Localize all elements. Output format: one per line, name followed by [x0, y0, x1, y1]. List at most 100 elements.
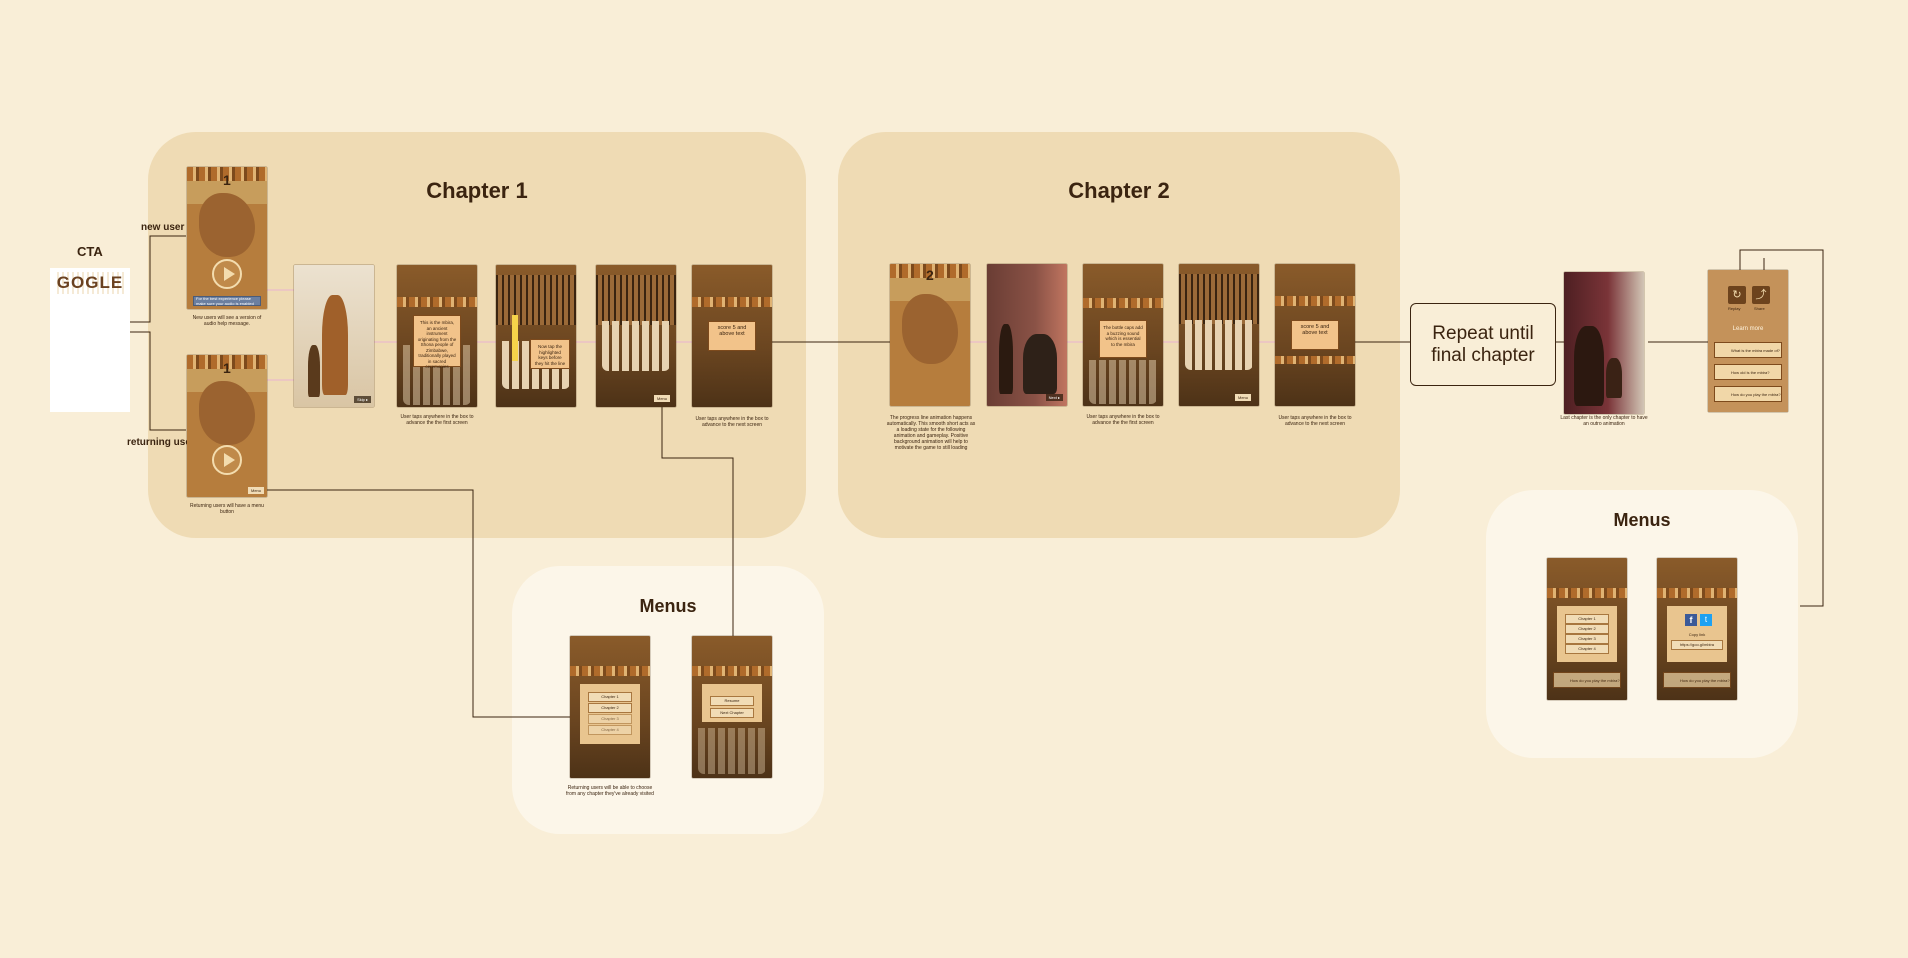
pause-menu-screen[interactable]: Resume Next Chapter [692, 636, 772, 778]
ch2-info-panel-screen[interactable]: The bottle caps add a buzzing sound whic… [1083, 264, 1163, 406]
chapter-4-button[interactable]: Chapter 4 [1565, 644, 1609, 654]
mbira-bars [496, 275, 576, 325]
chapter-1-button[interactable]: Chapter 1 [1565, 614, 1609, 624]
ch1-info-panel-screen[interactable]: This is the mbira, an ancient instrument… [397, 265, 477, 407]
cta-card[interactable]: GOGLE [50, 268, 130, 412]
repeat-until-final-chapter-box: Repeat until final chapter [1410, 303, 1556, 386]
menu-footer-item[interactable]: How do you play the mbira? [1553, 672, 1621, 688]
mbira-bars [1179, 274, 1259, 324]
menus-right-title: Menus [1613, 510, 1671, 530]
final-chapter-menu-screen[interactable]: Chapter 1 Chapter 2 Chapter 3 Chapter 4 … [1547, 558, 1627, 700]
pause-chip[interactable]: Menu [1235, 394, 1252, 401]
share-menu-screen[interactable]: f t Copy link https://goo.gl/mbira How d… [1657, 558, 1737, 700]
mbira-keys [1185, 320, 1253, 370]
caption-ch2-panel: User taps anywhere in the box to advance… [1086, 414, 1160, 426]
intro-scene-screen[interactable]: Skip ▸ [294, 265, 374, 407]
pause-chip[interactable]: Menu [654, 395, 671, 402]
chapter-2-title: Chapter 2 [1068, 178, 1170, 203]
chapter-select-menu-screen[interactable]: Chapter 1 Chapter 2 Chapter 3 Chapter 4 [570, 636, 650, 778]
play-icon[interactable] [212, 445, 242, 475]
caption-ch1-score: User taps anywhere in the box to advance… [695, 416, 769, 428]
doodle-logo: GOGLE [54, 272, 126, 294]
zimbabwe-map [902, 294, 958, 364]
learn-more-item-3[interactable]: How do you play the mbira? [1714, 386, 1782, 402]
skip-chip[interactable]: Skip ▸ [354, 396, 371, 403]
ch1-gameplay-screen[interactable]: Menu [596, 265, 676, 407]
ch2-title-screen[interactable]: 2 [890, 264, 970, 406]
pattern-band [187, 355, 267, 369]
pattern-band [890, 264, 970, 278]
chapter-2-button[interactable]: Chapter 2 [1565, 624, 1609, 634]
learn-more-item-2[interactable]: How old is the mbira? [1714, 364, 1782, 380]
chapter-1-button[interactable]: Chapter 1 [588, 692, 632, 702]
ch2-gameplay-screen[interactable]: Menu [1179, 264, 1259, 406]
info-panel[interactable]: The bottle caps add a buzzing sound whic… [1099, 320, 1147, 358]
pattern-band [570, 666, 650, 676]
woman-figure [1574, 326, 1604, 406]
chapter-4-button[interactable]: Chapter 4 [588, 725, 632, 735]
resume-button[interactable]: Resume [710, 696, 754, 706]
caption-menu-chapters: Returning users will be able to choose f… [566, 785, 654, 797]
pattern-band [1275, 356, 1355, 364]
child-figure [308, 345, 320, 397]
caption-final-scene: Last chapter is the only chapter to have… [1560, 415, 1648, 427]
pattern-band [1657, 588, 1737, 598]
caption-ch1-panel: User taps anywhere in the box to advance… [400, 414, 474, 426]
learn-more-title: Learn more [1732, 326, 1764, 332]
chapter-3-button[interactable]: Chapter 3 [588, 714, 632, 724]
score-panel[interactable]: score 5 and above text [708, 321, 756, 351]
ch1-score-screen[interactable]: score 5 and above text [692, 265, 772, 407]
girl-figure [999, 324, 1013, 394]
menus-right-group: Menus [1486, 490, 1798, 758]
info-panel[interactable]: This is the mbira, an ancient instrument… [413, 315, 461, 369]
final-outro-screen[interactable] [1564, 272, 1644, 414]
returning-user-label: returning user [127, 437, 195, 448]
share-link-field[interactable]: https://goo.gl/mbira [1671, 640, 1723, 650]
copy-link-label: Copy link [1688, 632, 1706, 637]
ch2-score-screen[interactable]: score 5 and above text [1275, 264, 1355, 406]
tutorial-panel[interactable]: Now tap the highlighted keys before they… [530, 339, 570, 369]
pattern-band [692, 666, 772, 676]
chapter-number: 1 [223, 172, 231, 188]
pattern-band [1547, 588, 1627, 598]
chapter-1-title: Chapter 1 [426, 178, 528, 203]
learn-more-screen[interactable]: ↻ ⤴ Replay Share Learn more What is the … [1708, 270, 1788, 412]
menus-left-title: Menus [639, 596, 697, 616]
highlighted-key [512, 315, 518, 361]
caption-title-new: New users will see a version of audio he… [192, 315, 262, 327]
title-screen-new-user[interactable]: 1 For the best experience please make su… [187, 167, 267, 309]
facebook-icon[interactable]: f [1685, 614, 1697, 626]
elder-figure [1023, 334, 1057, 394]
play-icon[interactable] [212, 259, 242, 289]
learn-more-item-1[interactable]: What is the mbira made of? [1714, 342, 1782, 358]
share-label: Share [1754, 306, 1765, 311]
chapter-number: 1 [223, 360, 231, 376]
cta-label: CTA [77, 244, 103, 259]
mbira-keys [1089, 360, 1157, 404]
pattern-band [692, 297, 772, 307]
replay-label: Replay [1728, 306, 1741, 311]
chapter-2-button[interactable]: Chapter 2 [588, 703, 632, 713]
mother-figure [322, 295, 348, 395]
ch1-tutorial-screen[interactable]: Now tap the highlighted keys before they… [496, 265, 576, 407]
caption-ch2-score: User taps anywhere in the box to advance… [1278, 415, 1352, 427]
replay-icon[interactable]: ↻ [1728, 286, 1746, 304]
pattern-band [187, 167, 267, 181]
share-icon[interactable]: ⤴ [1752, 286, 1770, 304]
twitter-icon[interactable]: t [1700, 614, 1712, 626]
ch2-scene-screen[interactable]: Next ▸ [987, 264, 1067, 406]
zimbabwe-map [199, 193, 255, 257]
mbira-keys [602, 321, 670, 371]
pattern-band [1275, 296, 1355, 306]
mbira-keys [698, 728, 766, 774]
chapter-3-button[interactable]: Chapter 3 [1565, 634, 1609, 644]
caption-title-returning: Returning users will have a menu button [190, 503, 264, 515]
next-chip[interactable]: Next ▸ [1045, 394, 1063, 401]
menu-button[interactable]: Menu [247, 487, 264, 494]
score-panel[interactable]: score 5 and above text [1291, 320, 1339, 350]
pattern-band [397, 297, 477, 307]
next-chapter-button[interactable]: Next Chapter [710, 708, 754, 718]
menu-footer-item[interactable]: How do you play the mbira? [1663, 672, 1731, 688]
title-screen-returning-user[interactable]: 1 Menu [187, 355, 267, 497]
